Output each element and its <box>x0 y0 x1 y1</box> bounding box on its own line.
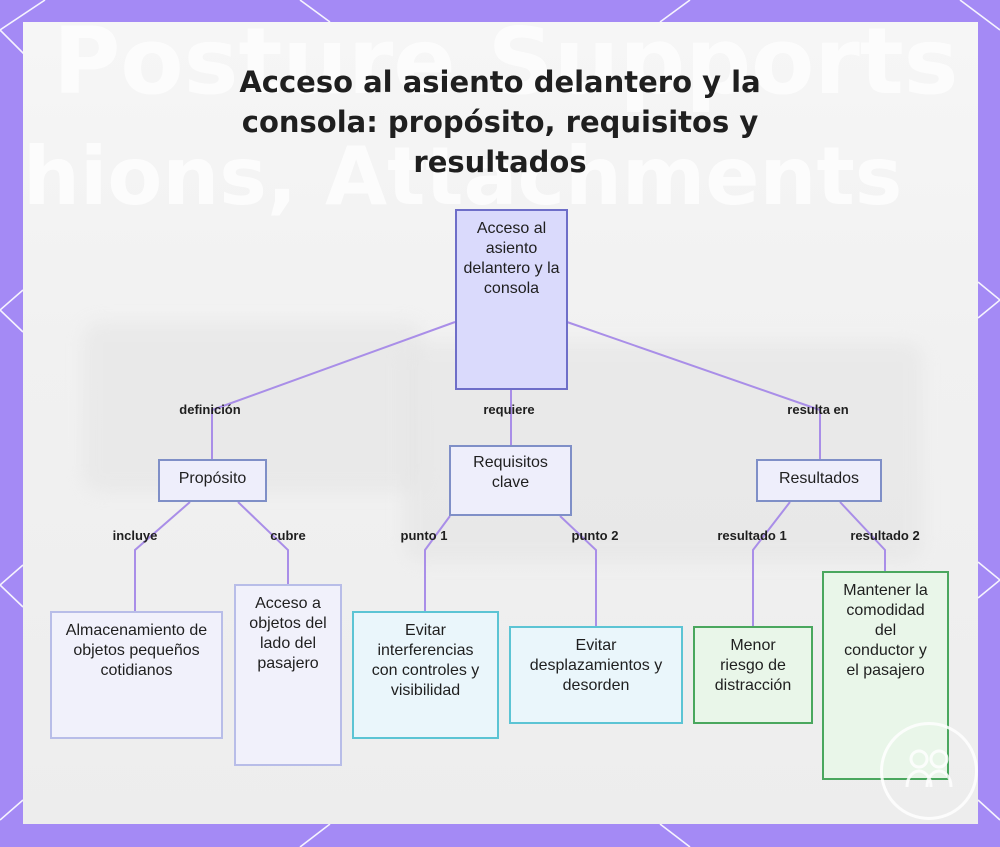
node-avoid-interference: Evitar interferencias con controles y vi… <box>352 611 499 739</box>
edge-purpose-storage <box>134 501 191 612</box>
edge-purpose-passenger <box>237 501 289 585</box>
edge-label-results-in: resulta en <box>787 402 849 417</box>
node-results-label: Resultados <box>778 470 860 487</box>
edge-label-includes: incluye <box>112 528 158 543</box>
node-avoid-displacement: Evitar desplazamientos y desorden <box>509 626 683 724</box>
node-purpose: Propósito <box>158 459 267 502</box>
node-less-distraction: Menor riesgo de distracción <box>693 626 813 724</box>
people-logo-icon <box>880 722 978 820</box>
node-avoid-interference-label: Evitar interferencias con controles y vi… <box>371 622 480 699</box>
node-comfort-label: Mantener la comodidad del conductor y el… <box>843 582 928 679</box>
edge-label-definition: definición <box>179 402 241 417</box>
edge-label-requires: requiere <box>483 402 535 417</box>
node-root-label: Acceso al asiento delantero y la consola <box>463 220 560 297</box>
node-results: Resultados <box>756 459 882 502</box>
node-storage: Almacenamiento de objetos pequeños cotid… <box>50 611 223 739</box>
node-passenger-access: Acceso a objetos del lado del pasajero <box>234 584 342 766</box>
diagram-title: Acceso al asiento delantero y la consola… <box>239 65 761 179</box>
edge-label-result-1: resultado 1 <box>717 528 787 543</box>
node-requirements: Requisitos clave <box>449 445 572 516</box>
edge-req-interference <box>424 515 451 612</box>
edge-results-comfort <box>839 501 886 572</box>
background-text-line-2: hions, Attachments <box>23 130 903 223</box>
node-root: Acceso al asiento delantero y la consola <box>455 209 568 390</box>
node-storage-label: Almacenamiento de objetos pequeños cotid… <box>65 622 208 679</box>
node-less-distraction-label: Menor riesgo de distracción <box>714 637 792 694</box>
edge-results-distraction <box>752 501 791 627</box>
edge-label-point-2: punto 2 <box>571 528 619 543</box>
edge-label-covers: cubre <box>270 528 306 543</box>
edge-root-purpose <box>211 321 456 460</box>
node-avoid-displacement-label: Evitar desplazamientos y desorden <box>529 637 663 694</box>
edge-label-result-2: resultado 2 <box>850 528 920 543</box>
node-passenger-access-label: Acceso a objetos del lado del pasajero <box>249 595 327 672</box>
edge-label-point-1: punto 1 <box>400 528 448 543</box>
node-requirements-label: Requisitos clave <box>473 454 548 491</box>
background-text-line-1: Posture Supports <box>53 22 959 115</box>
edge-req-displacement <box>559 515 597 627</box>
edge-root-results <box>566 321 821 460</box>
node-purpose-label: Propósito <box>178 470 247 487</box>
